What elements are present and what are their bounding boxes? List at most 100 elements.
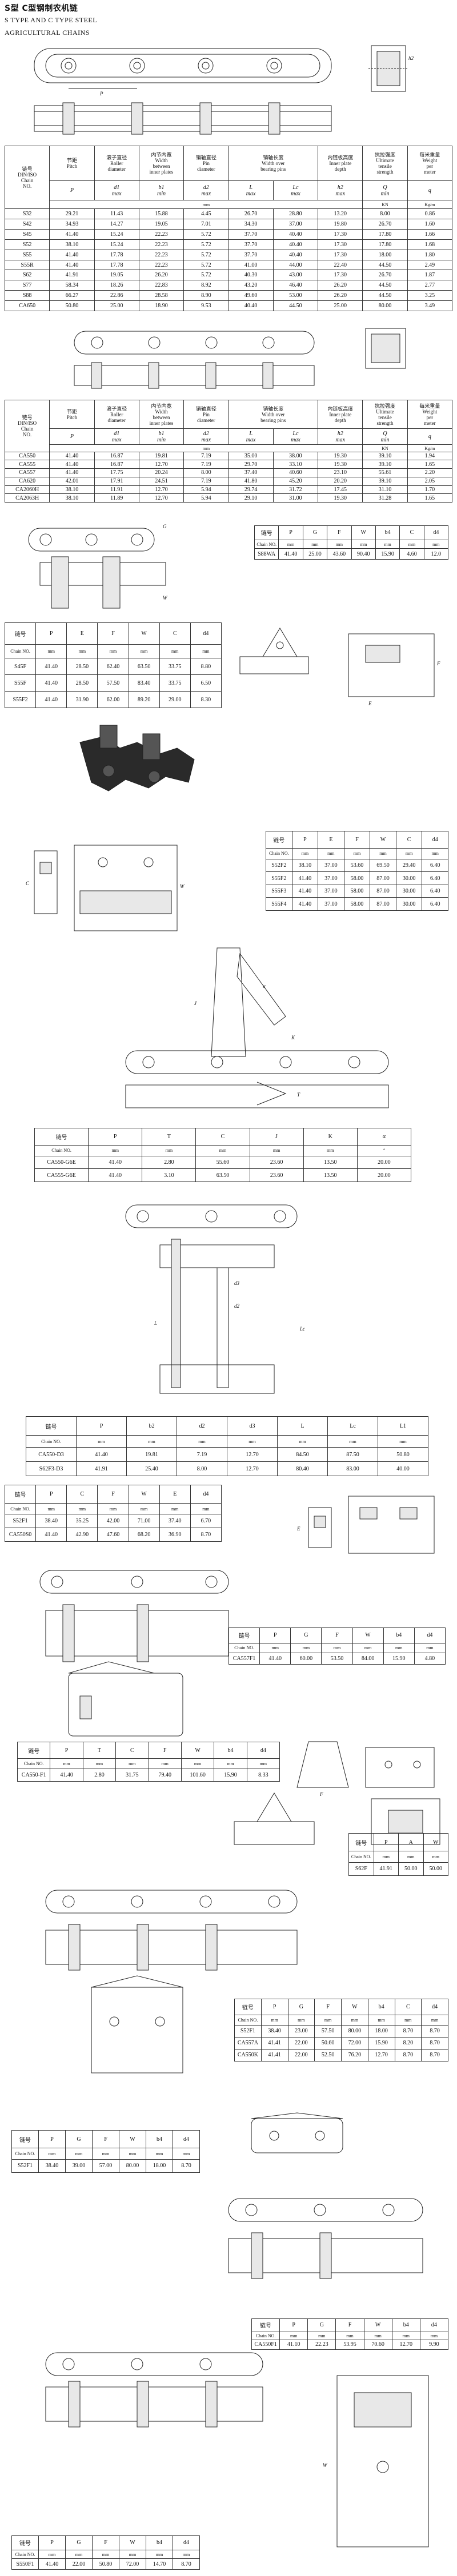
value-cell: 4.45: [183, 208, 229, 220]
column-header: E: [159, 1485, 191, 1504]
value-cell: 12.70: [227, 1447, 278, 1462]
value-cell: 8.70: [190, 1528, 222, 1542]
value-cell: 40.60: [272, 468, 319, 477]
column-header: A: [398, 1832, 424, 1852]
column-header: W: [128, 622, 160, 645]
value-cell: 6.70: [190, 1514, 222, 1529]
chain-number-cell: CA557F1: [228, 1652, 260, 1665]
column-header: 链号: [34, 1127, 89, 1146]
value-cell: 18.00: [367, 2024, 395, 2038]
unit-cell: mm: [383, 1642, 415, 1653]
column-header: 内节内宽 Width between inner plates: [138, 145, 185, 182]
label-h2: h2: [408, 55, 414, 61]
value-cell: 41.40: [49, 228, 95, 240]
unit-cell: mm: [314, 2015, 342, 2026]
value-cell: 17.30: [318, 228, 363, 240]
value-cell: 30.00: [395, 884, 423, 898]
value-cell: 37.00: [318, 884, 344, 898]
unit-cell: Chain NO.: [348, 1851, 374, 1863]
label-k: K: [291, 1035, 295, 1040]
value-cell: 43.60: [327, 548, 352, 560]
value-cell: 14.70: [146, 2558, 173, 2570]
unit-cell: mm: [227, 1435, 278, 1448]
label-f: F: [319, 1791, 323, 1797]
chain-number-cell: CA2060H: [4, 485, 50, 495]
value-cell: 28.50: [66, 674, 98, 692]
column-header: P: [35, 622, 67, 645]
chain-number-cell: CA650: [4, 300, 50, 311]
value-cell: 23.10: [318, 468, 363, 477]
attachment-drawing-d3: L d3 d2 Lc: [125, 1204, 305, 1394]
column-header: W: [119, 2535, 146, 2550]
value-cell: 41.40: [49, 259, 95, 271]
value-cell: 2.05: [407, 476, 453, 486]
value-cell: 50.80: [92, 2558, 119, 2570]
chain-number-cell: CA550-F1: [17, 1769, 51, 1782]
value-cell: 37.00: [272, 219, 319, 230]
value-cell: 38.10: [49, 239, 95, 250]
value-cell: 38.10: [291, 858, 319, 873]
value-cell: 22.23: [138, 228, 185, 240]
symbol-cell: Lc max: [272, 428, 319, 445]
value-cell: 41.40: [291, 897, 319, 911]
value-cell: 60.00: [290, 1652, 322, 1665]
value-cell: 3.25: [407, 290, 453, 302]
value-cell: 34.93: [49, 219, 95, 230]
value-cell: 8.33: [246, 1769, 280, 1782]
attachment-drawing-s62f: [234, 1793, 440, 1845]
unit-cell: mm: [287, 2015, 315, 2026]
value-cell: 19.05: [138, 219, 185, 230]
value-cell: 8.70: [173, 2558, 200, 2570]
column-header: 滚子直径 Roller diameter: [94, 399, 139, 429]
column-header: P: [279, 2318, 308, 2332]
chain-drawing-ca-type: [74, 328, 406, 389]
value-cell: 41.40: [35, 658, 67, 676]
chain-top-view: [74, 362, 315, 389]
value-cell: 17.78: [94, 249, 139, 260]
value-cell: 6.40: [422, 884, 448, 898]
value-cell: 17.45: [318, 485, 363, 495]
unit-cell: mm: [38, 2549, 66, 2559]
value-cell: 41.40: [49, 249, 95, 260]
label-e: E: [368, 701, 372, 706]
column-header: W: [423, 1832, 448, 1852]
column-header: C: [115, 1741, 149, 1759]
label-g: G: [163, 524, 167, 529]
value-cell: 41.91: [373, 1862, 399, 1876]
column-header: d4: [173, 2129, 200, 2149]
value-cell: 26.20: [138, 270, 185, 281]
value-cell: 3.10: [142, 1168, 197, 1182]
unit-cell: Chain NO.: [34, 1145, 89, 1156]
unit-cell: Chain NO.: [228, 1642, 260, 1653]
value-cell: 42.90: [66, 1528, 98, 1542]
chain-number-cell: S62F3-D3: [26, 1461, 77, 1476]
column-header: Lc: [327, 1416, 378, 1436]
value-cell: 15.88: [138, 208, 185, 220]
chain-number-cell: S62F: [348, 1862, 374, 1876]
value-cell: 39.10: [362, 451, 408, 461]
value-cell: 8.70: [394, 2048, 422, 2062]
value-cell: 44.00: [272, 259, 319, 271]
column-header: T: [82, 1741, 117, 1759]
unit-cell: mm: [119, 2549, 146, 2559]
value-cell: 8.70: [394, 2024, 422, 2038]
value-cell: 25.00: [318, 300, 363, 311]
attachment-drawing-s55f: W: [45, 2352, 429, 2547]
unit-cell: mm: [375, 539, 400, 549]
unit-cell: mm: [395, 848, 423, 859]
unit-cell: mm: [277, 1435, 328, 1448]
value-cell: 58.00: [343, 884, 371, 898]
unit-cell: mm: [49, 200, 363, 210]
